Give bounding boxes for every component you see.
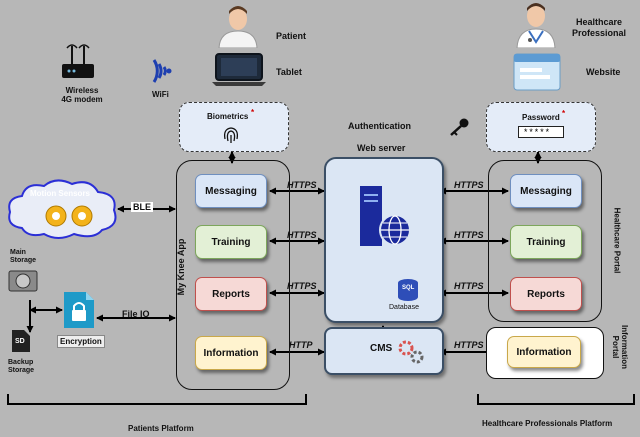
fingerprint-icon — [223, 127, 239, 143]
sd-card-icon — [12, 330, 30, 352]
authentication-label: Authentication — [348, 121, 411, 131]
professionals-platform-bracket — [477, 394, 635, 405]
my-knee-app-label: My Knee App — [176, 238, 186, 296]
main-storage-label: Main Storage — [10, 249, 37, 264]
motion-sensors-cloud — [8, 179, 117, 239]
biometrics-label: Biometrics — [207, 112, 249, 121]
encryption-file-icon — [64, 292, 94, 328]
healthcare-professional-icon — [516, 3, 556, 48]
backup-storage-label: Backup Storage — [8, 359, 35, 374]
server-icon — [360, 186, 411, 246]
password-asterisk: * — [562, 109, 566, 118]
healthcare-portal-label: Healthcare Portal — [612, 207, 622, 274]
app-messaging-button[interactable]: Messaging — [195, 174, 267, 208]
info-portal-information-button[interactable]: Information — [507, 336, 581, 368]
tablet-label: Tablet — [276, 67, 302, 77]
password-label: Password — [522, 113, 560, 122]
database-label: Database — [389, 304, 419, 311]
https-label-6: HTTPS — [454, 281, 484, 291]
app-training-button[interactable]: Training — [195, 225, 267, 259]
wifi-icon — [152, 59, 172, 83]
https-label-7: HTTPS — [454, 340, 484, 350]
password-field[interactable]: ***** — [518, 126, 564, 138]
healthcare-portal-frame — [488, 160, 602, 322]
modem-label: Wireless 4G modem — [61, 86, 103, 104]
key-icon — [450, 118, 469, 136]
motion-sensors-label: Motion Sensors — [30, 189, 91, 198]
encryption-label: Encryption — [57, 335, 105, 348]
portal-messaging-button[interactable]: Messaging — [510, 174, 582, 208]
database-icon — [398, 279, 418, 301]
patient-label: Patient — [276, 31, 307, 41]
webserver-title: Web server — [357, 143, 406, 153]
cms-box — [324, 327, 444, 375]
cms-label: CMS — [370, 343, 393, 354]
https-label-5: HTTPS — [454, 230, 484, 240]
sd-label: SD — [15, 338, 25, 345]
app-information-button[interactable]: Information — [195, 336, 267, 370]
file-io-label: File IO — [122, 309, 150, 319]
patient-icon — [218, 6, 258, 48]
ble-label: BLE — [131, 202, 153, 212]
tablet-icon — [212, 53, 266, 86]
professionals-platform-label: Healthcare Professionals Platform — [482, 419, 613, 428]
biometrics-panel — [179, 102, 289, 152]
https-label-2: HTTPS — [287, 230, 317, 240]
main-storage-icon — [8, 270, 38, 292]
biometrics-asterisk: * — [251, 108, 255, 117]
gears-icon — [398, 340, 424, 364]
router-icon — [62, 44, 94, 78]
patients-platform-label: Patients Platform — [128, 424, 194, 433]
sql-label: SQL — [402, 285, 415, 291]
portal-training-button[interactable]: Training — [510, 225, 582, 259]
information-portal-label: Information Portal — [611, 325, 629, 369]
wifi-label: WiFi — [152, 90, 169, 99]
https-label-4: HTTPS — [454, 180, 484, 190]
http-label: HTTP — [289, 340, 313, 350]
website-label: Website — [586, 67, 621, 77]
https-label-1: HTTPS — [287, 180, 317, 190]
portal-reports-button[interactable]: Reports — [510, 277, 582, 311]
patients-platform-bracket — [7, 394, 307, 405]
my-knee-app-frame — [176, 160, 290, 390]
app-reports-button[interactable]: Reports — [195, 277, 267, 311]
healthcare-professional-label: Healthcare Professional — [571, 17, 627, 38]
website-icon — [513, 53, 561, 91]
https-label-3: HTTPS — [287, 281, 317, 291]
